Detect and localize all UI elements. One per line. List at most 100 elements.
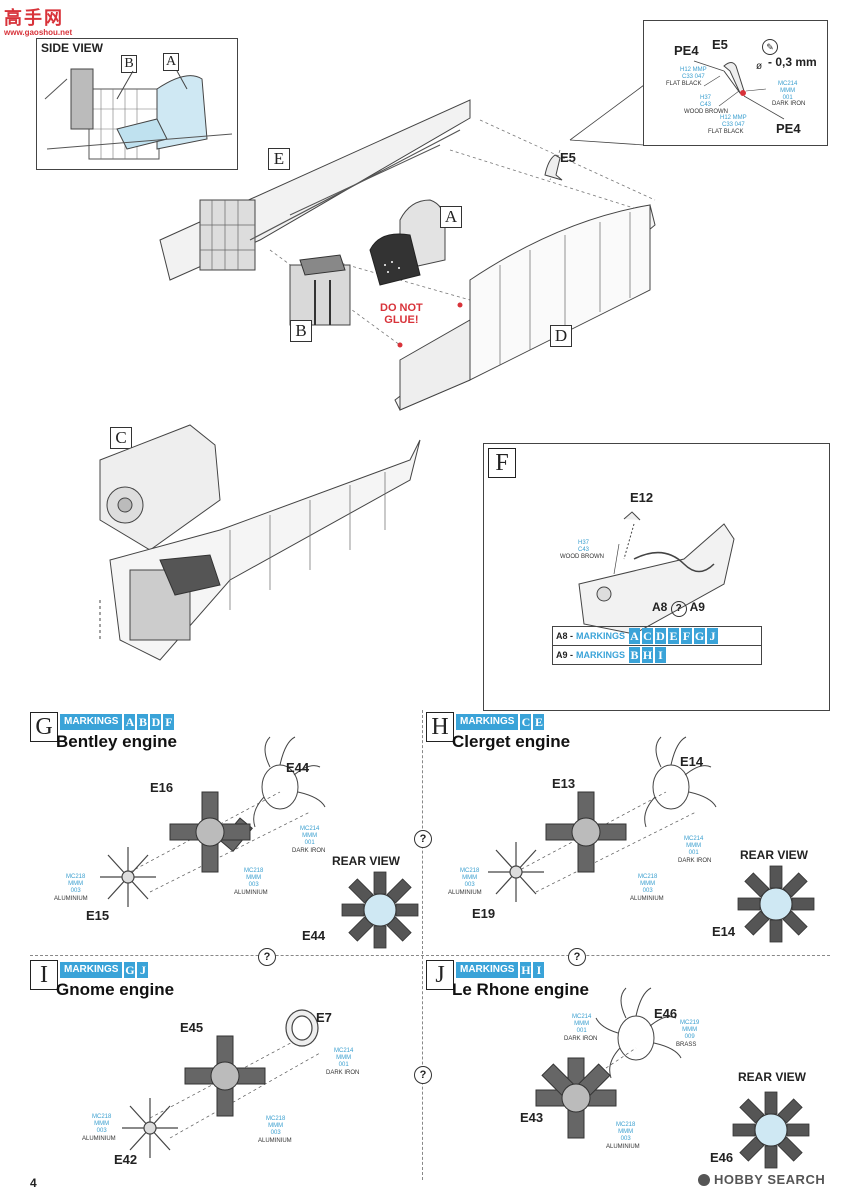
part-e14-rear: E14 (712, 924, 736, 939)
marking-letter: C (520, 714, 532, 730)
pe-paint-3-name: FLAT BLACK (708, 129, 744, 135)
engine-h-rear-view-label: REAR VIEW (740, 848, 809, 862)
step-f-part-e12: E12 (630, 490, 654, 505)
marking-letter: E (533, 714, 545, 730)
option-question-icon: ? (414, 1066, 432, 1084)
side-view-title: SIDE VIEW (41, 41, 104, 55)
do-not-glue-warning: DO NOT GLUE! (380, 302, 423, 326)
option-question-icon: ? (670, 601, 687, 617)
engine-i-paint-2-name: ALUMINIUM (258, 1138, 292, 1144)
step-f-panel: F E12 H37 C43 WOOD BROWN A8 ? A9 A8 - MA… (483, 443, 830, 711)
part-e44-rear: E44 (302, 928, 326, 943)
engine-g-paint-2: MC218 MMM 003 (244, 868, 264, 888)
pe-paint-2-code: H37 C43 (700, 95, 712, 108)
pe4-bottom-label: PE4 (776, 121, 801, 136)
engine-i-paint-1: MC214 MMM 001 (334, 1048, 354, 1068)
engine-h-step-label: H (426, 712, 454, 742)
marking-letter: A (124, 714, 136, 730)
marking-letter: B (137, 714, 149, 730)
pe-paint-3-code: H12 MMP C33 047 (720, 115, 747, 128)
engine-step-g: G MARKINGS A B D F Bentley engine (30, 712, 420, 952)
pe-e5-label: E5 (712, 37, 728, 52)
label-b: B (290, 320, 312, 342)
watermark-logo: 高手网 www.gaoshou.net (4, 4, 72, 37)
engine-h-paint-3-name: ALUMINIUM (448, 890, 482, 896)
engine-i-step-label: I (30, 960, 58, 990)
engine-step-i: I MARKINGS G J Gnome engine E45 E7 E42 M… (30, 958, 420, 1190)
watermark-url: www.gaoshou.net (4, 28, 73, 37)
marking-letter: G (694, 628, 706, 644)
pe-paint-2-name: WOOD BROWN (684, 109, 728, 115)
engine-g-drawing (100, 736, 419, 949)
engine-g-paint-3: MC218 MMM 003 (66, 874, 86, 894)
marking-letter: I (533, 962, 545, 978)
engine-h-paint-1-name: DARK IRON (678, 858, 712, 864)
engine-step-j: J MARKINGS H I Le Rhone engine E46 E43 E… (426, 958, 826, 1190)
engine-g-markings: MARKINGS A B D F (60, 714, 175, 730)
markings-label: MARKINGS (60, 962, 123, 978)
marking-letter: J (707, 628, 719, 644)
engine-h-title: Clerget engine (452, 732, 571, 751)
part-e5-label: E5 (560, 150, 576, 165)
step-f-drawing (578, 511, 735, 635)
part-e46: E46 (654, 1006, 678, 1021)
option-question-icon: ? (414, 830, 432, 848)
marking-letter: H (642, 647, 654, 663)
part-e42: E42 (114, 1152, 138, 1167)
engine-j-paint-1-name: DARK IRON (564, 1036, 598, 1042)
thickness-label: - 0,3 mm (768, 55, 817, 69)
pe-paint-1-name: FLAT BLACK (666, 81, 702, 87)
label-d: D (550, 325, 572, 347)
engine-g-paint-1: MC214 MMM 001 (300, 826, 320, 846)
step-f-markings-table: A8 - MARKINGS A C D E F G J A9 - MARKING… (552, 626, 762, 665)
pe-paint-4-name: DARK IRON (772, 101, 806, 107)
engine-step-h: H MARKINGS C E Clerget engine (426, 712, 826, 952)
side-view-drawing (44, 68, 233, 160)
engine-g-paint-2-name: ALUMINIUM (234, 890, 268, 896)
side-view-label-a: A (163, 53, 179, 71)
markings-label: MARKINGS (456, 714, 519, 730)
pe-paint-4-code: MC214 MMM 001 (778, 81, 798, 101)
pe4-top-label: PE4 (674, 43, 699, 58)
markings-row-a9: A9 - MARKINGS B H I (553, 646, 761, 664)
engine-i-paint-1-name: DARK IRON (326, 1070, 360, 1076)
part-e16: E16 (150, 780, 174, 795)
marking-letter: I (655, 647, 667, 663)
engine-grid-divider-v (422, 710, 423, 1180)
engine-j-step-label: J (426, 960, 454, 990)
engine-g-rear-view-label: REAR VIEW (332, 854, 401, 868)
engine-g-paint-1-name: DARK IRON (292, 848, 326, 854)
marking-letter: B (629, 647, 641, 663)
markings-row-a8: A8 - MARKINGS A C D E F G J (553, 627, 761, 646)
engine-h-drawing (488, 736, 815, 943)
engine-j-drawing (535, 987, 810, 1169)
markings-label: MARKINGS (456, 962, 519, 978)
engine-j-paint-2-name: BRASS (676, 1042, 697, 1048)
page-number: 4 (30, 1176, 37, 1190)
marking-letter: F (163, 714, 175, 730)
markings-a8-label: MARKINGS (576, 631, 626, 641)
engine-i-paint-2: MC218 MMM 003 (266, 1116, 286, 1136)
step-f-paint-name: WOOD BROWN (560, 554, 604, 560)
hobby-search-text: HOBBY SEARCH (714, 1172, 826, 1187)
step-c-drawing (99, 424, 421, 661)
engine-g-paint-3-name: ALUMINIUM (54, 896, 88, 902)
pe-detail-drawing (693, 60, 785, 120)
sanding-icon: ✎ (762, 39, 778, 55)
engine-h-paint-2: MC218 MMM 003 (638, 874, 658, 894)
pe-paint-1-code: H12 MMP C33 047 (680, 67, 707, 80)
engine-grid-divider-h (30, 955, 830, 956)
marking-letter: G (124, 962, 136, 978)
markings-label: MARKINGS (60, 714, 123, 730)
engine-i-paint-3-name: ALUMINIUM (82, 1136, 116, 1142)
marking-letter: A (629, 628, 641, 644)
engine-h-paint-2-name: ALUMINIUM (630, 896, 664, 902)
diameter-symbol: ø (756, 61, 763, 72)
markings-a9-label: MARKINGS (576, 650, 626, 660)
engine-j-paint-2: MC219 MMM 009 (680, 1020, 700, 1040)
option-question-icon: ? (258, 948, 276, 966)
hobby-search-logo: HOBBY SEARCH (698, 1172, 825, 1187)
part-e19: E19 (472, 906, 496, 921)
part-e15: E15 (86, 908, 110, 923)
side-view-label-b: B (121, 55, 137, 73)
